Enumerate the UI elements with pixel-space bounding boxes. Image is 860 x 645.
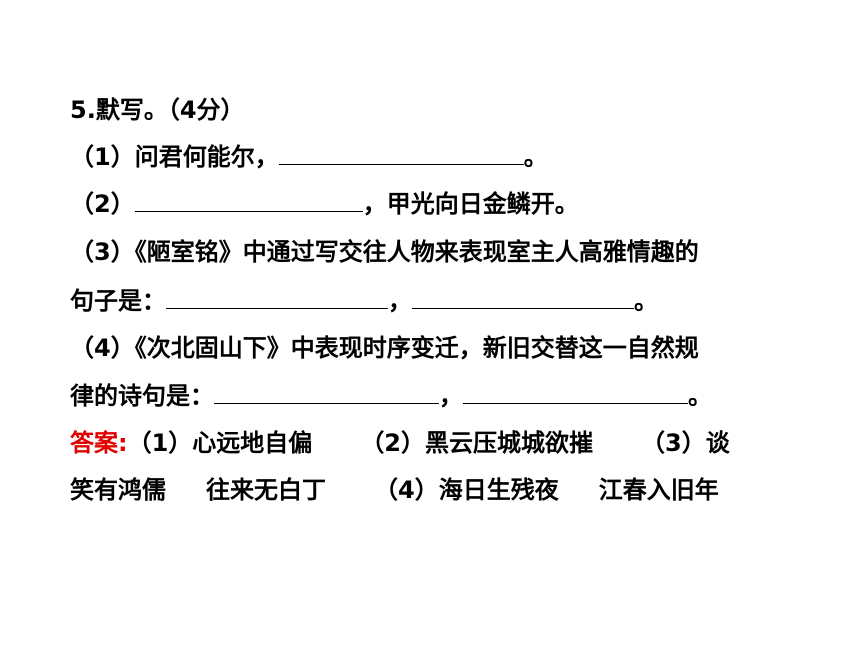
question-item-2: （2） ，甲光向日金鳞开。 — [70, 189, 579, 219]
item-2-suffix: ，甲光向日金鳞开。 — [362, 190, 579, 218]
answer-row-1: 答案:（1）心远地自偏 （2）黑云压城城欲摧 （3）谈 — [70, 428, 730, 458]
item-4-blank-2 — [463, 381, 688, 404]
item-4-line-2-suffix: 。 — [688, 382, 712, 410]
item-2-blank — [134, 189, 363, 212]
answer-1: （1）心远地自偏 — [127, 429, 313, 457]
question-item-3-line-2: 句子是： ， 。 — [70, 286, 658, 316]
item-3-blank-2 — [412, 286, 634, 309]
item-1-blank — [278, 142, 524, 165]
answer-4-second-line: 江春入旧年 — [598, 476, 719, 504]
item-3-blank-1 — [166, 286, 388, 309]
item-4-line-2-prefix: 律的诗句是： — [70, 382, 214, 410]
question-title-text: 5.默写。（4分） — [70, 96, 245, 124]
answer-2: （2）黑云压城城欲摧 — [360, 429, 594, 457]
item-3-line-2-mid: ， — [388, 287, 412, 315]
answer-label: 答案: — [70, 429, 128, 457]
item-1-prefix: （1）问君何能尔， — [70, 143, 279, 171]
answer-4: （4）海日生残夜 — [374, 476, 559, 504]
item-3-line-2-suffix: 。 — [634, 287, 658, 315]
answer-3-start: （3）谈 — [641, 429, 730, 457]
item-4-line-1-text: （4）《次北固山下》中表现时序变迁，新旧交替这一自然规 — [70, 334, 699, 362]
item-3-line-1-text: （3）《陋室铭》中通过写交往人物来表现室主人高雅情趣的 — [70, 238, 699, 266]
answer-row-2: 笑有鸿儒 往来无白丁 （4）海日生残夜 江春入旧年 — [70, 475, 719, 505]
question-item-1: （1）问君何能尔， 。 — [70, 142, 548, 172]
answer-3-second-line: 往来无白丁 — [206, 476, 326, 504]
item-4-blank-1 — [214, 381, 439, 404]
question-item-4-line-2: 律的诗句是： ， 。 — [70, 381, 712, 411]
item-3-line-2-prefix: 句子是： — [70, 287, 166, 315]
question-title: 5.默写。（4分） — [70, 95, 245, 125]
item-1-suffix: 。 — [523, 143, 548, 171]
item-2-prefix: （2） — [70, 190, 135, 218]
answer-3-cont: 笑有鸿儒 — [70, 476, 166, 504]
item-4-line-2-mid: ， — [439, 382, 463, 410]
question-item-4-line-1: （4）《次北固山下》中表现时序变迁，新旧交替这一自然规 — [70, 333, 699, 363]
question-item-3-line-1: （3）《陋室铭》中通过写交往人物来表现室主人高雅情趣的 — [70, 237, 699, 267]
